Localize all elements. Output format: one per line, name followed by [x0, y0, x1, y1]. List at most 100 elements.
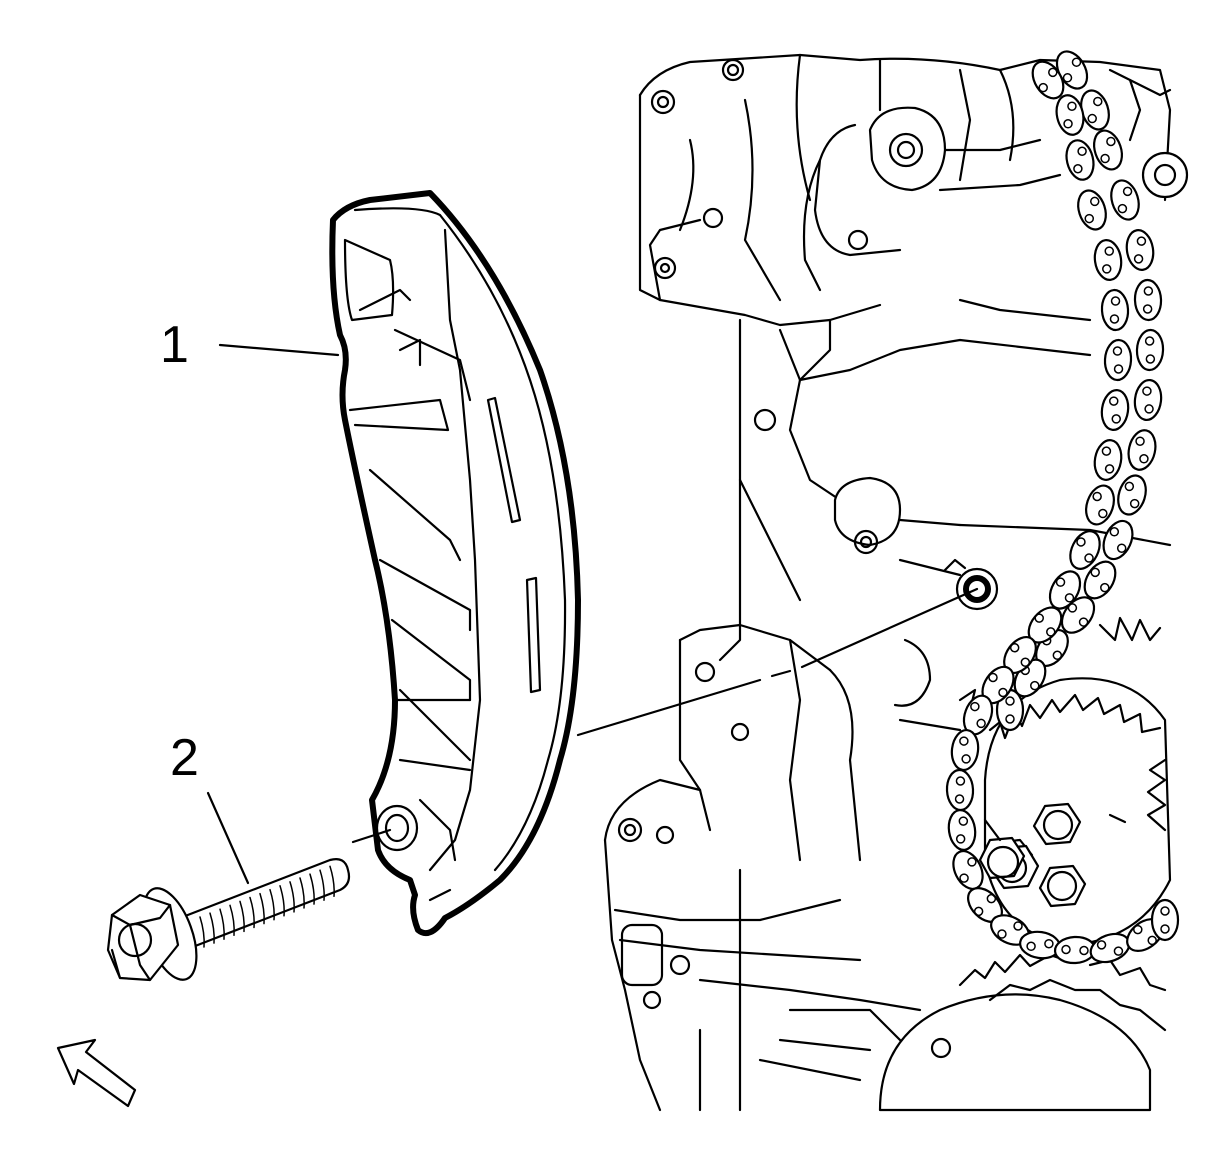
chain-pin [1104, 464, 1115, 474]
chain-link [1125, 229, 1155, 271]
chain-pin [1090, 567, 1100, 578]
chain-pin [1102, 264, 1112, 274]
chain-pin [986, 893, 997, 904]
chain-pin [1098, 508, 1108, 519]
chain-pin [1160, 924, 1170, 934]
chain-pin [961, 754, 971, 764]
callout-label-2: 2 [170, 729, 199, 787]
chain-pin [1104, 246, 1114, 256]
chain-pin [1144, 336, 1155, 346]
chain-pin [1116, 543, 1127, 553]
chain-pin [1084, 213, 1095, 224]
chain-pin [1079, 945, 1089, 956]
chain-pin [959, 736, 969, 746]
bolt-thread [229, 904, 235, 937]
bolt-thread [209, 912, 215, 944]
chain-pin [958, 816, 969, 826]
chain-pin [1109, 527, 1120, 537]
chain-link [1135, 328, 1165, 372]
bolt-thread [299, 877, 305, 909]
chain-pin [1100, 153, 1110, 164]
bolt-thread [269, 888, 275, 921]
chain-pin [998, 687, 1008, 698]
bolt-thread [309, 873, 315, 905]
timing-chain [945, 50, 1180, 965]
chain-pin [1117, 203, 1128, 214]
chain-link [1077, 189, 1107, 231]
chain-link [947, 809, 977, 851]
chain-pin [1087, 113, 1097, 124]
chain-pin [1005, 696, 1015, 706]
chain-pin [1136, 236, 1147, 246]
callout-1: 1 [160, 316, 340, 374]
chain-pin [1009, 642, 1020, 653]
chain-link [1093, 439, 1123, 481]
chain-pin [1026, 941, 1036, 952]
chain-pin [1135, 436, 1145, 446]
chain-pin [1139, 454, 1149, 464]
bolt-thread [249, 896, 255, 929]
chain-pin [959, 873, 969, 883]
chain-link [1093, 239, 1123, 281]
chain-pin [1071, 57, 1082, 67]
chain-link [1133, 378, 1163, 422]
chain-pin [1063, 119, 1073, 129]
chain-pin [1124, 481, 1135, 492]
chain-link [950, 728, 980, 772]
chain-link [1093, 129, 1123, 171]
chain-pin [1100, 582, 1110, 593]
chain-pin [1143, 286, 1154, 296]
chain-pin [1073, 164, 1083, 174]
bolt-thread [199, 916, 205, 948]
chain-link [1085, 484, 1115, 526]
chain-link [1127, 429, 1157, 471]
chain-pin [1005, 714, 1015, 724]
chain-pin [1048, 67, 1058, 78]
bolt-thread [259, 892, 265, 925]
chain-pin [1077, 146, 1087, 156]
chain-pin [1046, 627, 1056, 637]
chain-pin [1064, 593, 1075, 603]
chain-pin [1113, 946, 1124, 956]
chain-link [1100, 389, 1130, 431]
chain-link [945, 768, 975, 812]
chain-link [1150, 898, 1180, 942]
chain-pin [1144, 404, 1154, 414]
chain-pin [954, 794, 965, 804]
chain-pin [1122, 186, 1133, 197]
chain-link [1100, 288, 1130, 332]
bolt-thread [219, 908, 225, 940]
chain-link [1110, 179, 1140, 221]
chain-pin [1055, 577, 1066, 587]
chain-pin [1076, 537, 1086, 547]
chain-pin [1109, 396, 1119, 406]
chain-pin [970, 701, 980, 712]
chain-pin [1147, 935, 1157, 946]
bolt-thread [279, 885, 285, 917]
chain-pin [1089, 196, 1100, 207]
chain-pin [1093, 96, 1103, 107]
chain-pin [1106, 136, 1116, 147]
chain-pin [1142, 386, 1152, 396]
timing-chain-guide [329, 190, 581, 936]
chain-pin [1062, 73, 1073, 83]
chain-pin [1145, 354, 1156, 364]
chain-pin [1110, 296, 1121, 306]
cam-gear-bolts [978, 802, 1087, 908]
chain-pin [1113, 364, 1124, 374]
chain-pin [1013, 921, 1023, 931]
chain-pin [967, 857, 977, 867]
bolt-thread [319, 869, 325, 901]
chain-pin [1052, 650, 1063, 661]
chain-link [1031, 60, 1065, 100]
chain-pin [1109, 314, 1120, 324]
chain-link [1055, 94, 1085, 136]
chain-link [1065, 139, 1095, 181]
chain-link [1083, 560, 1117, 600]
chain-link [1102, 519, 1134, 561]
chain-pin [1067, 101, 1077, 111]
chain-pin [1112, 346, 1123, 356]
chain-pin [1096, 940, 1107, 950]
